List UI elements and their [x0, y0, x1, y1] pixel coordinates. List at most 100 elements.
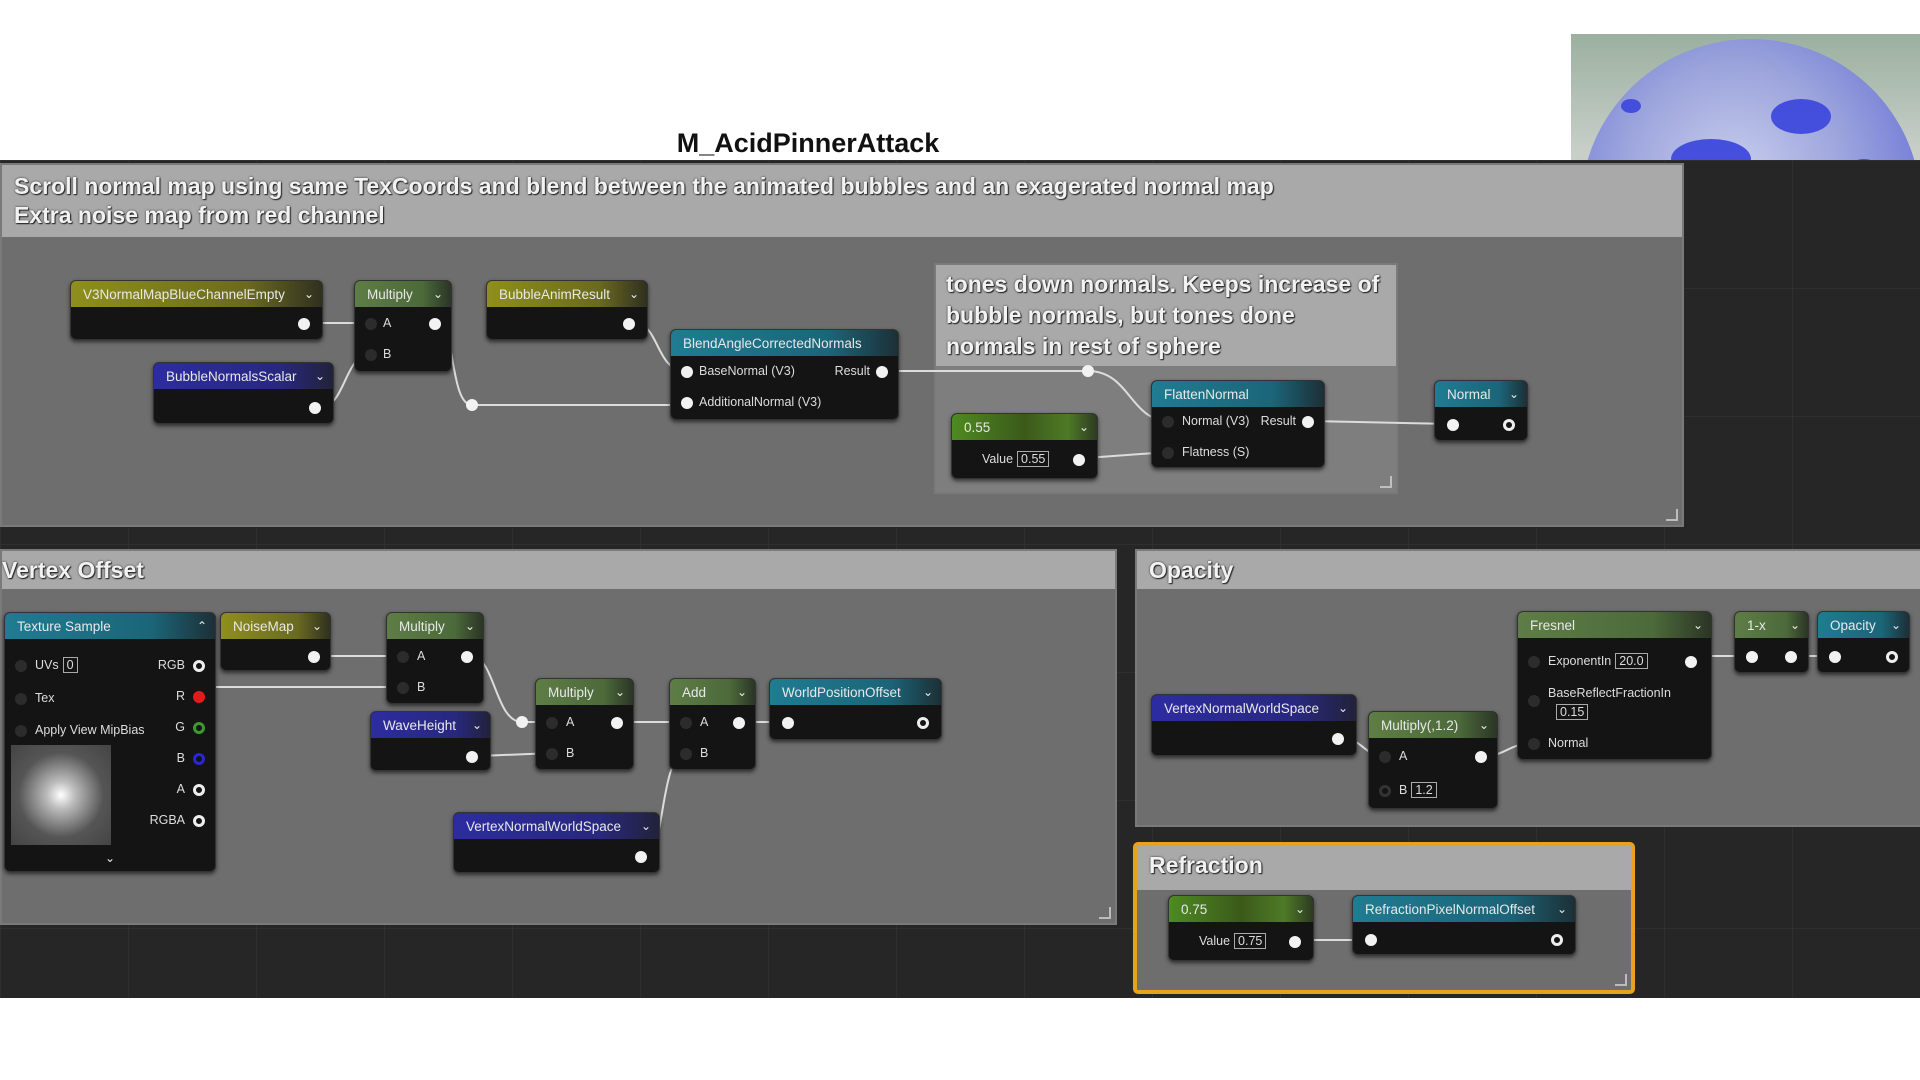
input-pin-b[interactable]: [680, 748, 692, 760]
input-pin-flatness[interactable]: [1162, 447, 1174, 459]
value-input[interactable]: 0.75: [1234, 933, 1267, 949]
output-pin[interactable]: [1503, 419, 1515, 431]
input-pin-a[interactable]: [365, 318, 377, 330]
input-pin[interactable]: [782, 717, 794, 729]
output-pin[interactable]: [461, 651, 473, 663]
node-flattennormal[interactable]: FlattenNormal Normal (V3) Flatness (S) R…: [1151, 380, 1325, 468]
node-v3normalmapbluechannelempty[interactable]: V3NormalMapBlueChannelEmpty⌄: [70, 280, 323, 340]
b-value-input[interactable]: 1.2: [1411, 782, 1437, 798]
node-normal-output[interactable]: Normal⌄: [1434, 380, 1528, 441]
input-pin-basenormal[interactable]: [681, 366, 693, 378]
node-one-minus[interactable]: 1-x⌄: [1734, 611, 1809, 673]
resize-handle[interactable]: [1615, 974, 1627, 986]
output-pin-rgb[interactable]: [193, 660, 205, 672]
input-pin-tex[interactable]: [15, 693, 27, 705]
chevron-down-icon[interactable]: ⌄: [1508, 387, 1519, 401]
basereflect-input[interactable]: 0.15: [1556, 704, 1589, 720]
uvs-input[interactable]: 0: [62, 657, 78, 673]
output-pin[interactable]: [1332, 733, 1344, 745]
output-pin-result[interactable]: [1302, 416, 1314, 428]
input-pin[interactable]: [1365, 934, 1377, 946]
chevron-down-icon[interactable]: ⌄: [1556, 902, 1567, 916]
node-worldpositionoffset[interactable]: WorldPositionOffset⌄: [769, 678, 942, 740]
input-pin-b[interactable]: [546, 748, 558, 760]
node-blendanglecorrectednormals[interactable]: BlendAngleCorrectedNormals BaseNormal (V…: [670, 329, 899, 420]
output-pin[interactable]: [1685, 656, 1697, 668]
node-bubbleanimresult[interactable]: BubbleAnimResult⌄: [486, 280, 648, 340]
input-pin-a[interactable]: [397, 651, 409, 663]
node-add[interactable]: Add⌄ A B: [669, 678, 756, 770]
value-input[interactable]: 0.55: [1017, 451, 1050, 467]
output-pin-r[interactable]: [193, 691, 205, 703]
input-pin-normal[interactable]: [1528, 738, 1540, 750]
chevron-down-icon[interactable]: ⌄: [314, 369, 325, 383]
input-pin-basereflect[interactable]: [1528, 695, 1540, 707]
output-pin-rgba[interactable]: [193, 815, 205, 827]
chevron-down-icon[interactable]: ⌄: [1294, 902, 1305, 916]
chevron-down-icon[interactable]: ⌄: [105, 851, 116, 865]
output-pin[interactable]: [1551, 934, 1563, 946]
node-noisemap[interactable]: NoiseMap⌄: [220, 612, 331, 671]
chevron-down-icon[interactable]: ⌄: [1692, 618, 1703, 632]
node-multiply[interactable]: Multiply⌄ A B: [535, 678, 634, 770]
output-pin[interactable]: [733, 717, 745, 729]
chevron-down-icon[interactable]: ⌄: [736, 685, 747, 699]
output-pin[interactable]: [917, 717, 929, 729]
input-pin-exponent[interactable]: [1528, 656, 1540, 668]
input-pin-b[interactable]: [365, 349, 377, 361]
input-pin-a[interactable]: [680, 717, 692, 729]
output-pin[interactable]: [308, 651, 320, 663]
input-pin-a[interactable]: [1379, 751, 1391, 763]
output-pin[interactable]: [1475, 751, 1487, 763]
chevron-down-icon[interactable]: ⌄: [1789, 618, 1800, 632]
chevron-down-icon[interactable]: ⌄: [922, 685, 933, 699]
output-pin-a[interactable]: [193, 784, 205, 796]
output-pin[interactable]: [635, 851, 647, 863]
input-pin[interactable]: [1829, 651, 1841, 663]
node-vertexnormalworldspace[interactable]: VertexNormalWorldSpace⌄: [453, 812, 660, 873]
output-pin[interactable]: [611, 717, 623, 729]
output-pin-result[interactable]: [876, 366, 888, 378]
output-pin[interactable]: [623, 318, 635, 330]
chevron-down-icon[interactable]: ⌄: [628, 287, 639, 301]
resize-handle[interactable]: [1380, 476, 1392, 488]
node-waveheight[interactable]: WaveHeight⌄: [370, 711, 491, 771]
input-pin-additionalnormal[interactable]: [681, 397, 693, 409]
output-pin[interactable]: [1785, 651, 1797, 663]
chevron-down-icon[interactable]: ⌄: [1337, 701, 1348, 715]
input-pin[interactable]: [1746, 651, 1758, 663]
resize-handle[interactable]: [1666, 509, 1678, 521]
chevron-down-icon[interactable]: ⌄: [1890, 618, 1901, 632]
node-opacity-output[interactable]: Opacity⌄: [1817, 611, 1910, 673]
chevron-down-icon[interactable]: ⌄: [303, 287, 314, 301]
resize-handle[interactable]: [1099, 907, 1111, 919]
node-vertexnormalworldspace[interactable]: VertexNormalWorldSpace⌄: [1151, 694, 1357, 756]
chevron-down-icon[interactable]: ⌄: [614, 685, 625, 699]
input-pin-b[interactable]: [397, 682, 409, 694]
output-pin[interactable]: [429, 318, 441, 330]
input-pin-b[interactable]: [1379, 785, 1391, 797]
chevron-down-icon[interactable]: ⌄: [432, 287, 443, 301]
input-pin-a[interactable]: [546, 717, 558, 729]
chevron-down-icon[interactable]: ⌄: [1078, 420, 1089, 434]
output-pin[interactable]: [309, 402, 321, 414]
exponent-input[interactable]: 20.0: [1615, 653, 1648, 669]
node-multiply[interactable]: Multiply⌄ A B: [386, 612, 484, 704]
output-pin[interactable]: [1886, 651, 1898, 663]
output-pin[interactable]: [1289, 936, 1301, 948]
chevron-down-icon[interactable]: ⌄: [471, 718, 482, 732]
comment-normal-blend[interactable]: Scroll normal map using same TexCoords a…: [0, 163, 1684, 527]
chevron-down-icon[interactable]: ⌄: [311, 619, 322, 633]
chevron-up-icon[interactable]: ⌃: [196, 619, 207, 633]
input-pin-normal[interactable]: [1162, 416, 1174, 428]
node-multiply[interactable]: Multiply⌄ A B: [354, 280, 452, 372]
chevron-down-icon[interactable]: ⌄: [1478, 718, 1489, 732]
input-pin-uvs[interactable]: [15, 660, 27, 672]
output-pin[interactable]: [466, 751, 478, 763]
input-pin-mipbias[interactable]: [15, 725, 27, 737]
